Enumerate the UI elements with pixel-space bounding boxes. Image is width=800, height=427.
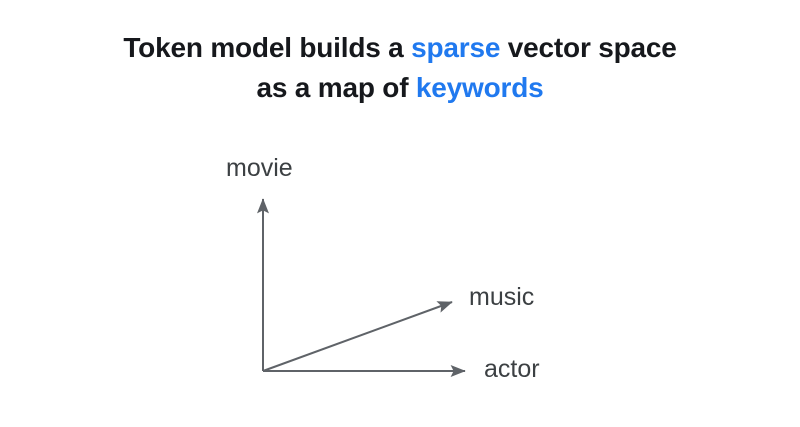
- title-line-1-prefix: Token model builds a: [123, 32, 412, 63]
- title-keyword-sparse: sparse: [411, 32, 501, 63]
- title-line-1: Token model builds a sparse vector space: [0, 28, 800, 68]
- title-line-2: as a map of keywords: [0, 68, 800, 108]
- axis-label-movie: movie: [226, 154, 293, 182]
- title-line-2-prefix: as a map of: [256, 72, 416, 103]
- page-title: Token model builds a sparse vector space…: [0, 28, 800, 108]
- music-vector-line: [262, 301, 453, 372]
- title-line-1-suffix: vector space: [500, 32, 677, 63]
- title-keyword-keywords: keywords: [415, 72, 544, 103]
- axis-label-music: music: [469, 283, 535, 311]
- axis-label-actor: actor: [484, 355, 540, 383]
